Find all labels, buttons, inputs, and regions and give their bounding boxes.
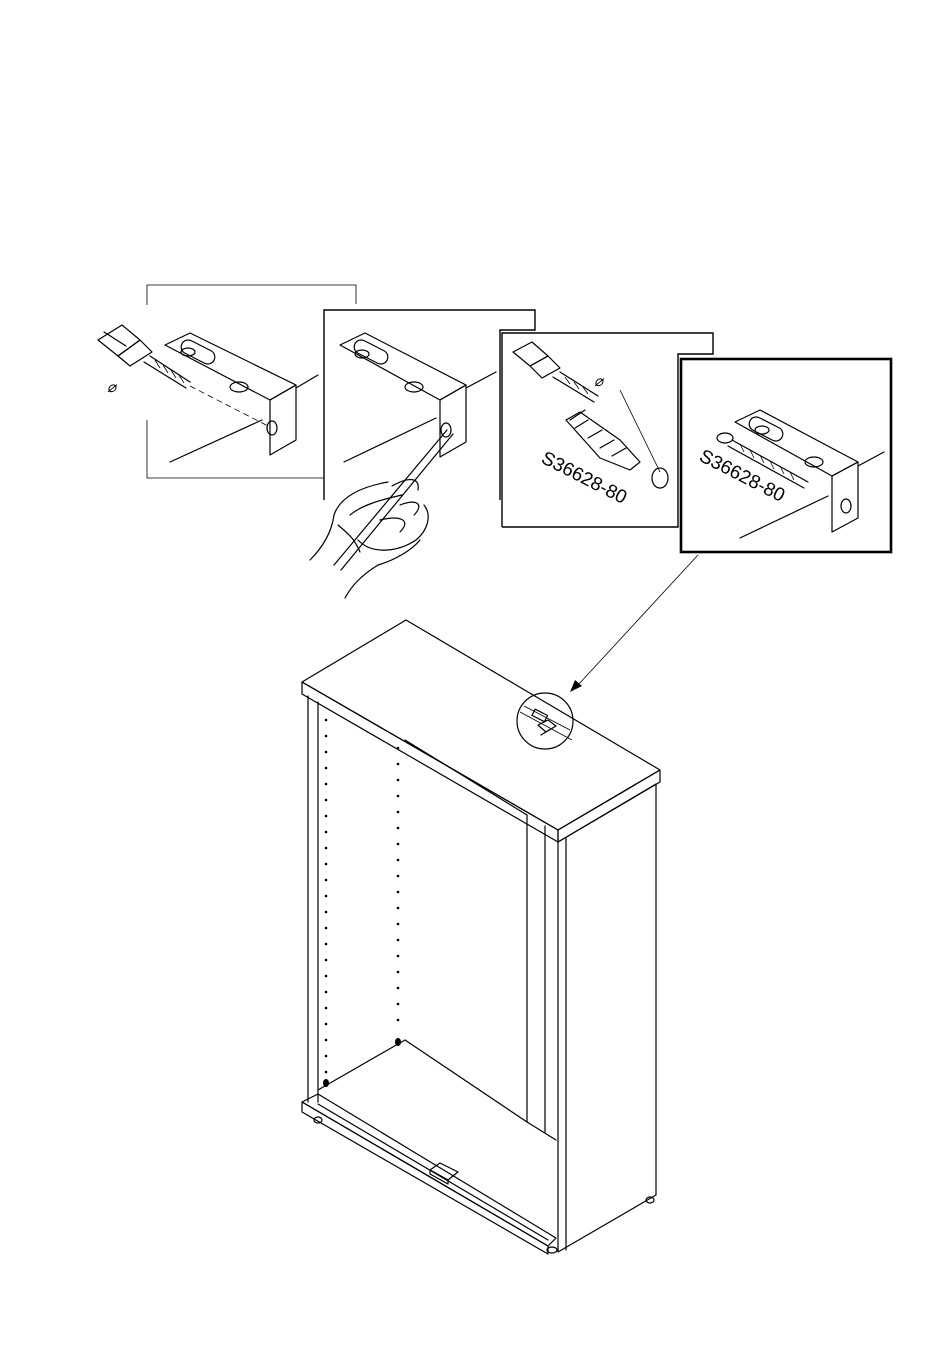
bracket-icon [165, 333, 318, 455]
panel1-frame [147, 285, 356, 305]
panel-step4-screw: S36628-80 [681, 359, 891, 552]
leader-arrow [570, 555, 698, 692]
shelf-holes [323, 719, 401, 1087]
panel-step2-mark [310, 310, 535, 598]
panel-step1-drill: ⌀ [98, 285, 356, 478]
diameter-symbol: ⌀ [107, 378, 118, 396]
wall-edge [170, 420, 262, 462]
right-side-panel [558, 784, 656, 1252]
bottom-bracket-icon [430, 1163, 458, 1184]
cabinet-illustration [302, 620, 660, 1254]
